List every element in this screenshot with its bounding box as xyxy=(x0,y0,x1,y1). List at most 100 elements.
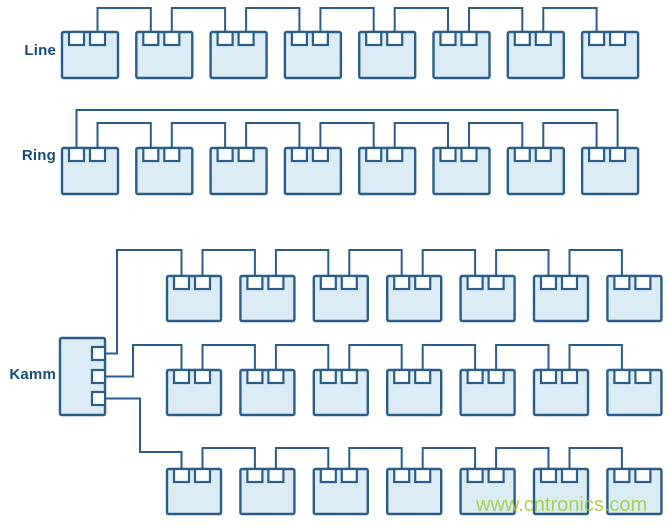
device-node xyxy=(606,467,663,516)
port-left xyxy=(172,368,191,385)
bus-link-wire xyxy=(96,7,152,33)
hub-feed-wire xyxy=(103,249,183,355)
bus-link-wire xyxy=(348,344,403,371)
device-node xyxy=(239,368,296,417)
device-node xyxy=(532,467,590,516)
port-right xyxy=(311,30,329,47)
bus-link-wire xyxy=(201,447,256,470)
port-left xyxy=(142,146,160,163)
port-right xyxy=(340,274,358,291)
port-left xyxy=(613,467,631,484)
line-topology xyxy=(60,7,640,80)
port-right xyxy=(414,368,432,385)
bus-link-wire xyxy=(274,249,330,277)
port-right xyxy=(237,146,255,163)
port-left xyxy=(246,368,264,385)
device-node xyxy=(135,146,194,196)
device-node xyxy=(60,146,120,196)
port-left xyxy=(439,30,457,47)
port-right xyxy=(311,146,329,163)
port-right xyxy=(163,30,181,47)
port-left xyxy=(319,467,337,484)
port-right xyxy=(386,146,404,163)
device-node xyxy=(312,274,369,323)
port-right xyxy=(237,30,255,47)
device-node xyxy=(283,30,343,80)
device-node xyxy=(532,274,590,323)
port-left xyxy=(365,146,383,163)
port-right xyxy=(634,274,652,291)
port-left xyxy=(539,274,558,291)
port-left xyxy=(365,30,383,47)
port-right xyxy=(386,30,404,47)
section-label-ring: Ring xyxy=(21,147,56,164)
device-node xyxy=(386,467,443,516)
port-right xyxy=(340,368,358,385)
port-left xyxy=(67,146,86,163)
bus-link-wire xyxy=(421,249,477,277)
bus-link-wire xyxy=(245,122,301,149)
bus-link-wire xyxy=(568,447,623,470)
bus-link-wire xyxy=(348,447,403,470)
kamm-topology xyxy=(58,249,663,516)
port-right xyxy=(634,467,652,484)
hub-feed-wire xyxy=(103,397,183,470)
device-node xyxy=(165,274,223,323)
port-right xyxy=(88,146,107,163)
port-left xyxy=(539,467,558,484)
port-left xyxy=(319,274,337,291)
port-right xyxy=(267,368,285,385)
port-right xyxy=(88,30,107,47)
port-right xyxy=(163,146,181,163)
kamm-hub xyxy=(58,336,107,417)
device-node xyxy=(358,146,417,196)
port-left xyxy=(539,368,558,385)
bus-link-wire xyxy=(421,447,477,470)
port-right xyxy=(193,274,212,291)
port-left xyxy=(216,146,234,163)
bus-link-wire xyxy=(274,344,330,371)
port-right xyxy=(414,274,432,291)
port-left xyxy=(587,30,606,47)
port-right xyxy=(487,274,505,291)
port-right xyxy=(267,467,285,484)
port-right xyxy=(534,30,552,47)
port-left xyxy=(172,467,191,484)
bus-link-wire xyxy=(568,249,623,277)
port-left xyxy=(613,274,631,291)
port-right xyxy=(487,368,505,385)
device-node xyxy=(459,368,516,417)
section-label-line: Line xyxy=(24,42,56,59)
port-left xyxy=(613,368,631,385)
device-node xyxy=(532,368,590,417)
device-node xyxy=(283,146,343,196)
port-left xyxy=(393,274,411,291)
ring-topology xyxy=(60,109,640,196)
port-left xyxy=(67,30,86,47)
bus-link-wire xyxy=(348,249,403,277)
port-left xyxy=(513,30,531,47)
port-left xyxy=(439,146,457,163)
device-node xyxy=(135,30,194,80)
bus-link-wire xyxy=(468,7,524,33)
section-label-kamm: Kamm xyxy=(9,366,56,383)
bus-link-wire xyxy=(495,447,550,470)
hub-port xyxy=(90,368,107,385)
bus-link-wire xyxy=(421,344,477,371)
device-node xyxy=(506,30,565,80)
bus-link-wire xyxy=(170,7,227,33)
port-right xyxy=(608,146,627,163)
device-node xyxy=(606,274,663,323)
bus-link-wire xyxy=(96,122,152,149)
device-node xyxy=(165,467,223,516)
port-left xyxy=(513,146,531,163)
bus-link-wire xyxy=(319,7,375,33)
bus-link-wire xyxy=(393,7,449,33)
port-left xyxy=(172,274,191,291)
port-left xyxy=(466,467,484,484)
ring-closure-wire xyxy=(75,109,619,149)
port-left xyxy=(393,467,411,484)
hub-port xyxy=(90,345,107,362)
bus-link-wire xyxy=(274,447,330,470)
